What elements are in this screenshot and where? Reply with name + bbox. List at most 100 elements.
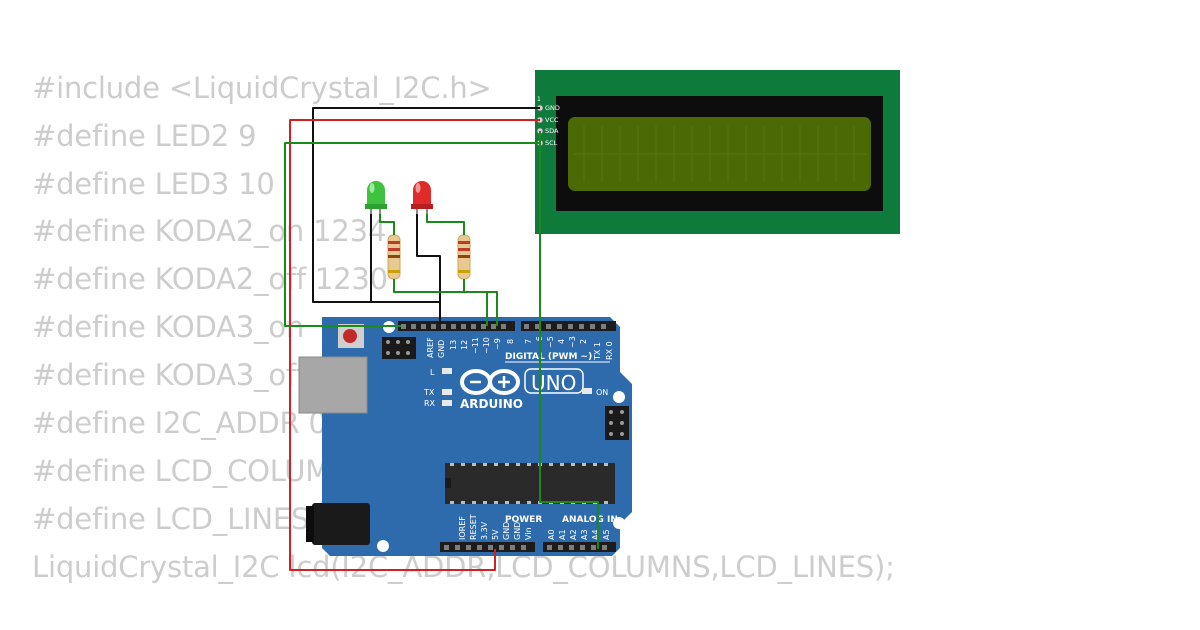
wire-resistor2-to-pin9[interactable]	[463, 279, 498, 326]
pin-label-ioref: IOREF	[458, 516, 467, 540]
pin-label-a3: A3	[580, 529, 589, 540]
rx-led	[442, 400, 452, 406]
led-red-body	[413, 181, 431, 208]
resistor-band	[458, 248, 470, 251]
mounting-hole	[377, 540, 389, 552]
on-led	[582, 388, 592, 394]
pin-label-a0: A0	[547, 529, 556, 540]
uno-badge	[524, 368, 584, 394]
resistor-band	[388, 248, 400, 251]
atmega-chip	[445, 463, 615, 504]
resistor-1[interactable]	[387, 222, 401, 292]
pin-label-8: 8	[506, 339, 515, 344]
pin-label-tx1: TX 1	[593, 342, 602, 361]
resistor-band	[458, 255, 470, 258]
pin-label-10: ~10	[482, 337, 491, 354]
power-pin-labels: IOREF RESET 3.3V 5V GND GND Vin	[458, 514, 533, 540]
pin-label-5: ~5	[546, 336, 555, 348]
code-line-define-lcd-lines: #define LCD_LINES	[32, 502, 310, 536]
reset-button[interactable]	[343, 329, 357, 343]
resistor-band	[458, 241, 470, 244]
pin-label-a2: A2	[569, 529, 578, 540]
lcd-pin-label-vcc: VCC	[545, 116, 559, 124]
code-line-define-koda3-on: #define KODA3_on	[32, 310, 305, 344]
icsp-header-top	[382, 337, 416, 359]
pin-label-a1: A1	[558, 529, 567, 540]
pin-label-aref: AREF	[426, 337, 435, 358]
bottom-header-pins	[444, 545, 607, 550]
pin-label-gnd-power-2: GND	[513, 522, 522, 540]
lcd-character-cells	[574, 126, 866, 182]
pin-label-12: 12	[460, 340, 469, 350]
analog-pin-labels: A0 A1 A2 A3 A4 A5	[547, 529, 611, 540]
tx-led	[442, 389, 452, 395]
on-led-label: ON	[596, 388, 608, 397]
analog-header[interactable]	[543, 542, 616, 552]
rx-led-label: RX	[424, 399, 436, 408]
analog-in-label: ANALOG IN	[562, 515, 618, 525]
lcd-module[interactable]: 1 GND VCC SDA SCL	[535, 70, 900, 234]
led-red-rim	[411, 204, 433, 209]
wires	[284, 107, 599, 571]
led-green[interactable]	[365, 181, 387, 214]
pin-label-gnd: GND	[437, 340, 446, 358]
resistor-band	[388, 255, 400, 258]
digital-header-pins	[401, 324, 606, 329]
pin-label-7: 7	[524, 339, 533, 344]
wire-lcd-sda[interactable]	[539, 131, 599, 549]
icsp-header-right	[605, 406, 629, 440]
code-line-define-led3: #define LED3 10	[32, 167, 275, 201]
digital-header-left[interactable]	[398, 321, 515, 331]
resistor-band	[388, 241, 400, 244]
power-jack	[312, 503, 370, 545]
digital-pwm-label: DIGITAL (PWM ~)	[505, 352, 592, 362]
wire-led2-cathode[interactable]	[416, 212, 441, 302]
l-led	[442, 368, 452, 374]
code-line-define-koda3-off: #define KODA3_off	[32, 358, 306, 392]
led-green-body	[367, 181, 385, 208]
resistor-band	[388, 270, 400, 273]
resistor-band	[458, 270, 470, 273]
code-line-include: #include <LiquidCrystal_I2C.h>	[32, 71, 492, 105]
led-green-rim	[365, 204, 387, 209]
mounting-hole	[613, 391, 625, 403]
arduino-logo-text: ARDUINO	[460, 397, 523, 411]
pin-label-4: 4	[557, 339, 566, 344]
pin-label-a5: A5	[602, 529, 611, 540]
lcd-pin-label-gnd: GND	[545, 104, 560, 112]
pin-label-13: 13	[449, 340, 458, 350]
led-red[interactable]	[411, 181, 433, 214]
digital-pin-labels: AREF GND 13 12 ~11 ~10 ~9 8 7 ~6 ~5 4 ~3…	[426, 336, 614, 361]
pin-label-5v: 5V	[491, 529, 500, 540]
arduino-infinity-logo	[460, 369, 520, 395]
pin-label-3v3: 3.3V	[480, 521, 489, 540]
wire-lcd-vcc[interactable]	[289, 119, 540, 571]
uno-model-text: UNO	[531, 371, 576, 395]
lcd-pin-label-sda: SDA	[545, 127, 559, 135]
wire-led1-anode[interactable]	[379, 212, 395, 235]
pin-label-2: 2	[579, 339, 588, 344]
wire-lcd-scl[interactable]	[284, 142, 540, 327]
wire-lcd-gnd[interactable]	[312, 107, 540, 324]
lcd-pin-label-scl: SCL	[545, 139, 558, 147]
wire-led2-anode[interactable]	[426, 212, 465, 235]
pin-label-a4: A4	[591, 529, 600, 540]
power-jack-front	[306, 506, 314, 542]
code-line-define-koda2-off: #define KODA2_off 1230	[32, 262, 388, 296]
pin-label-3: ~3	[568, 336, 577, 348]
mounting-hole	[613, 517, 625, 529]
code-line-define-koda2-on: #define KODA2_on 1234	[32, 214, 387, 248]
wire-resistor1-to-pin10[interactable]	[393, 279, 488, 326]
pin-label-rx0: RX 0	[605, 341, 614, 360]
lcd-pin1-label: 1	[537, 96, 541, 103]
pin-label-11: ~11	[471, 337, 480, 354]
arduino-uno-board[interactable]: AREF GND 13 12 ~11 ~10 ~9 8 7 ~6 ~5 4 ~3…	[298, 317, 632, 556]
pin-label-gnd-power-1: GND	[502, 522, 511, 540]
power-header[interactable]	[440, 542, 535, 552]
led-red-highlight	[415, 183, 421, 193]
power-label: POWER	[505, 515, 542, 525]
pin-label-vin: Vin	[524, 527, 533, 540]
tx-led-label: TX	[423, 388, 435, 397]
